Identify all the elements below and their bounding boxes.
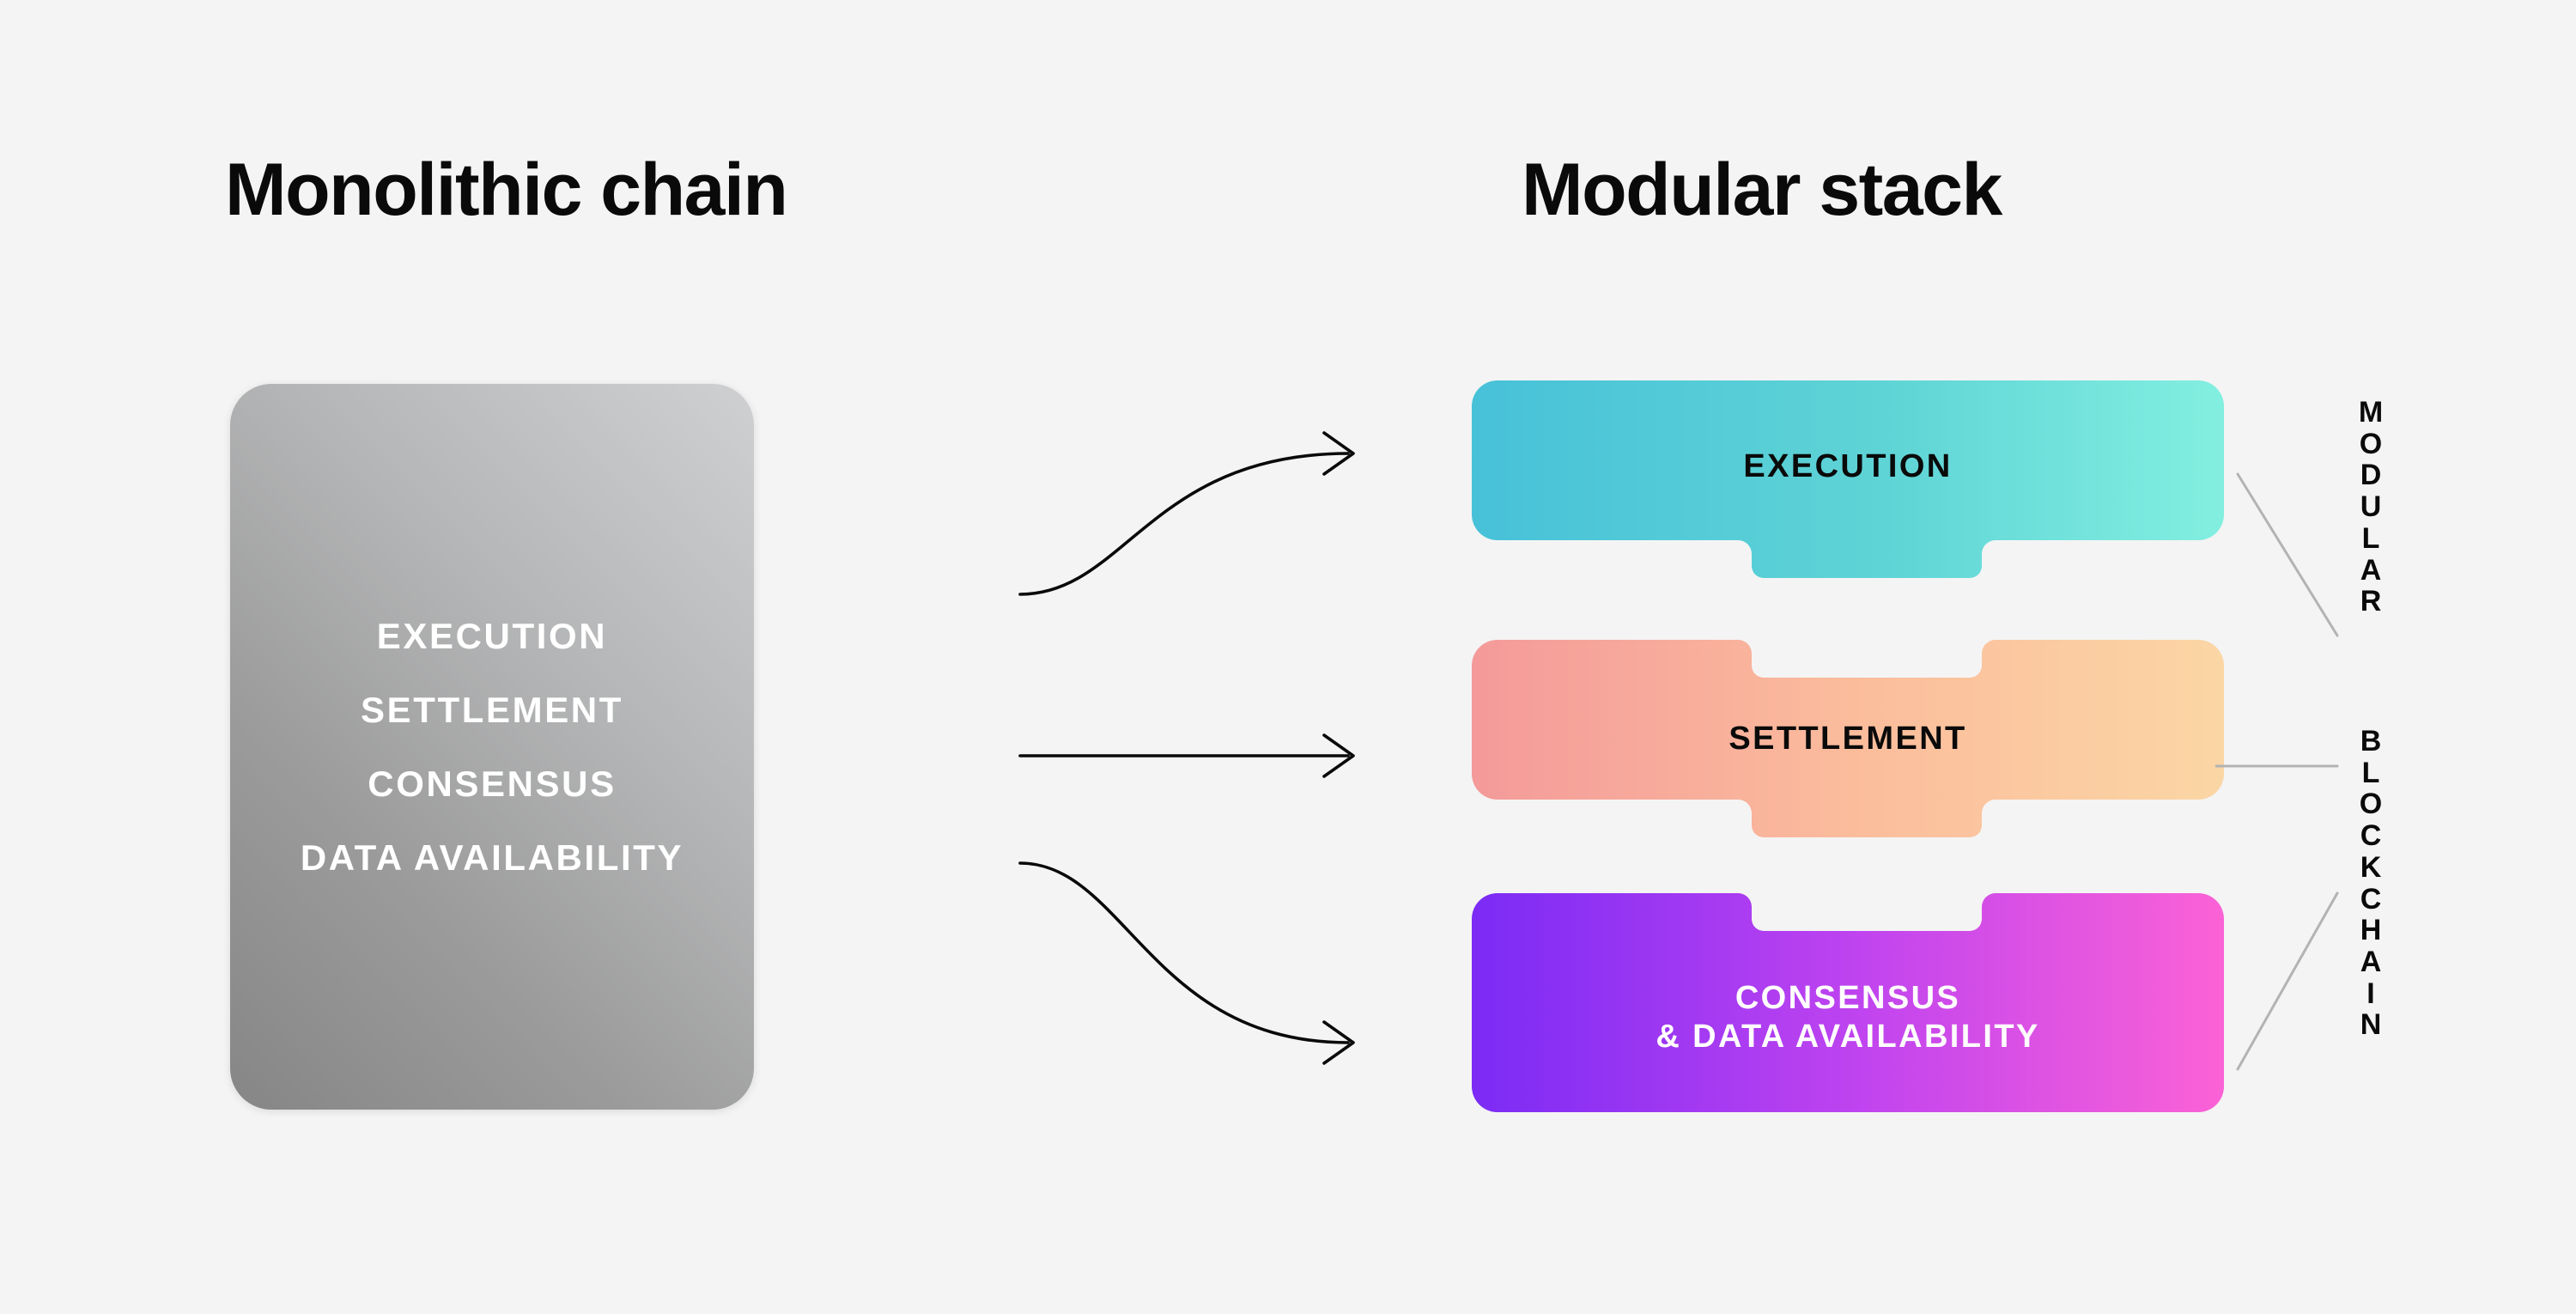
caption-letter: L [2361,521,2380,555]
caption-letter: C [2360,882,2382,916]
modular-block-execution: EXECUTION [1472,380,2224,578]
caption-letter: C [2360,819,2382,853]
settlement-block-shape [1472,640,2224,837]
caption-letter: A [2360,946,2382,979]
monolithic-layer-execution: EXECUTION [376,615,608,656]
monolithic-layer-consensus: CONSENSUS [368,763,617,804]
caption-letter: O [2359,427,2383,460]
consensus-block-label: CONSENSUS & DATA AVAILABILITY [1656,979,2040,1055]
modular-bracket [2215,472,2339,1071]
arrow-to-settlement [1018,733,1355,778]
caption-letter: O [2359,788,2383,821]
caption-letter: D [2360,459,2382,492]
monolithic-chain-box: EXECUTION SETTLEMENT CONSENSUS DATA AVAI… [230,384,754,1110]
caption-letter: U [2360,490,2382,524]
execution-block-shape [1472,380,2224,578]
modular-panel-title: Modular stack [1522,149,2002,231]
caption-letter: L [2361,756,2380,789]
bracket-line-bottom [2236,891,2339,1071]
monolithic-panel-title: Monolithic chain [225,149,788,231]
monolithic-layer-settlement: SETTLEMENT [361,689,623,730]
caption-letter: H [2360,914,2382,947]
settlement-block-label: SETTLEMENT [1728,720,1967,757]
caption-letter: K [2360,850,2382,884]
caption-letter: M [2358,396,2384,429]
execution-block-label: EXECUTION [1743,447,1953,484]
caption-letter: I [2366,976,2375,1010]
caption-letter: R [2360,585,2382,618]
caption-letter: N [2360,1008,2382,1042]
modular-block-consensus: CONSENSUS & DATA AVAILABILITY [1472,893,2224,1112]
caption-letter: A [2360,553,2382,587]
modular-block-settlement: SETTLEMENT [1472,640,2224,837]
arrow-group [1018,431,1355,1065]
caption-letter: B [2360,725,2382,757]
arrow-to-consensus [1018,861,1355,1065]
consensus-block-shape [1472,893,2224,1112]
monolithic-layer-data-availability: DATA AVAILABILITY [300,836,684,878]
arrow-to-execution [1018,431,1355,596]
bracket-line-top [2236,472,2339,637]
